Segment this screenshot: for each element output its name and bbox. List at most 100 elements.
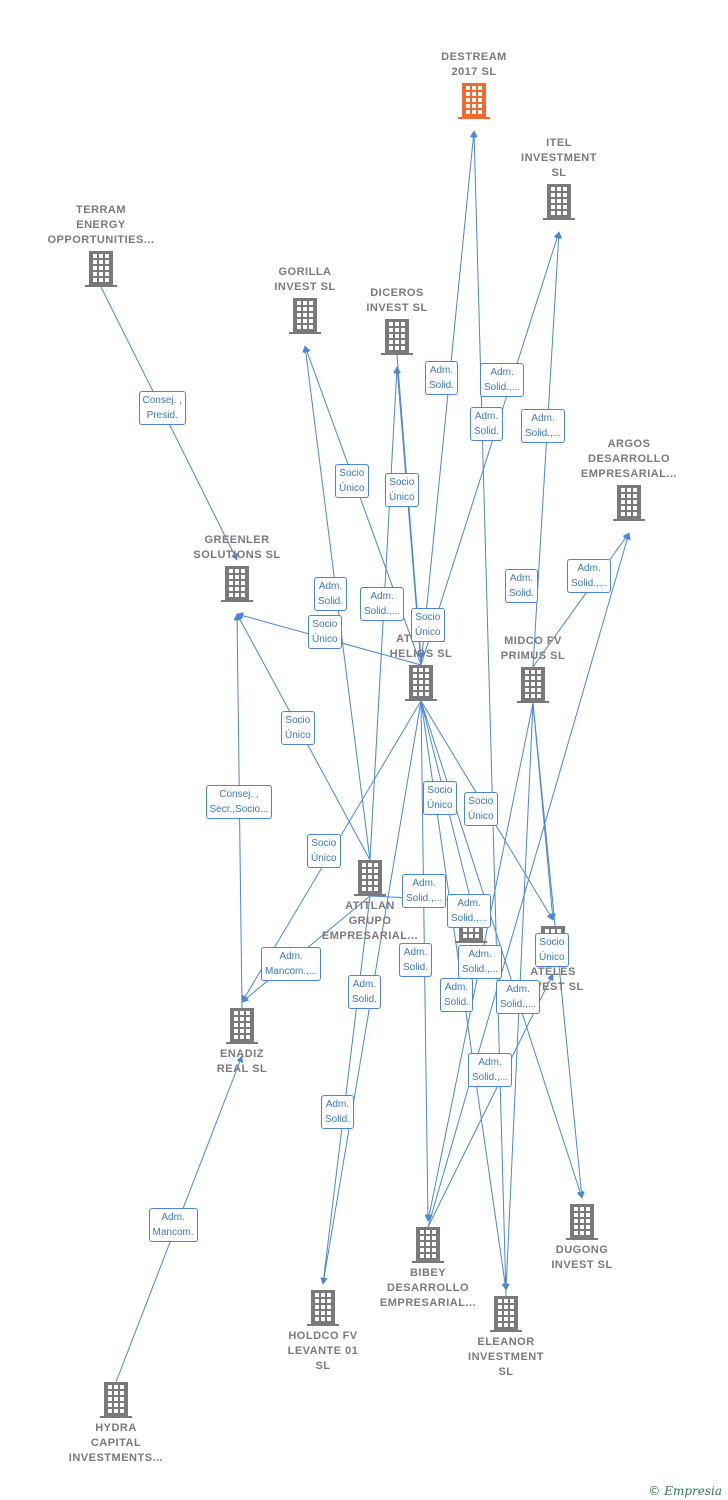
relation-label-line: Solid.,... — [525, 428, 562, 439]
relation-label[interactable]: Consej. ,Secr.,Socio... — [205, 785, 273, 819]
company-name-line: 2017 SL — [451, 66, 497, 78]
relation-label[interactable]: Consej. ,Presid. — [138, 391, 186, 425]
relation-label-line: Único — [312, 634, 338, 645]
building-icon — [167, 566, 307, 602]
relation-label-line: Único — [339, 483, 365, 494]
edge-midco-to-argos — [532, 532, 630, 668]
building-icon — [436, 1296, 576, 1332]
relation-label-line: Solid. — [509, 588, 535, 599]
relation-label[interactable]: Adm.Solid.,... — [480, 363, 525, 397]
relation-label[interactable]: Adm. Solid.,... — [521, 409, 566, 443]
relation-label-line: Adm. — [325, 1099, 350, 1110]
relation-label[interactable]: Adm.Solid.,... — [458, 945, 503, 979]
company-name-line: ENERGY — [76, 219, 126, 231]
relation-label[interactable]: Adm.Solid.,... — [447, 894, 492, 928]
footer-brand[interactable]: © Empresia — [648, 1484, 722, 1498]
relation-label[interactable]: Adm.Solid. — [321, 1095, 355, 1129]
company-name-line: SL — [551, 167, 567, 179]
relation-label[interactable]: Adm.Solid. — [440, 978, 474, 1012]
relation-label-line: Mancom. — [152, 1227, 194, 1238]
edge-helios-to-itel — [420, 231, 561, 666]
relation-label-line: Solid.,... — [406, 893, 443, 904]
company-name-line: DUGONG — [555, 1244, 609, 1256]
edge-atitlan_grupo-to-holdco — [320, 895, 371, 1285]
relation-label-line: Único — [311, 853, 337, 864]
relation-label[interactable]: Adm.Solid.,... — [468, 1053, 513, 1087]
company-node-terram[interactable]: TERRAM ENERGY OPPORTUNITIES... — [31, 203, 171, 290]
relation-label-line: Solid. — [474, 426, 500, 437]
relation-label-line: Adm. — [429, 365, 454, 376]
relation-label[interactable]: Adm.Solid. — [399, 943, 433, 977]
relation-label[interactable]: Adm.Solid. — [425, 361, 459, 395]
relation-label-line: Socio — [415, 612, 441, 623]
company-name-line: INVEST SL — [366, 302, 428, 314]
relation-label[interactable]: Adm.Solid. — [314, 577, 348, 611]
relation-label[interactable]: Adm.Mancom. — [148, 1208, 198, 1242]
company-name-line: MIDCO FV — [504, 635, 562, 647]
relation-label-line: Adm. — [531, 413, 555, 424]
relation-label[interactable]: Adm.Solid. — [470, 407, 504, 441]
relation-label-line: Socio — [468, 796, 494, 807]
edge-helios-to-destream — [420, 130, 477, 666]
relation-label-line: Socio — [389, 477, 415, 488]
relation-label-line: Adm. — [412, 878, 436, 889]
relation-label-line: Adm. — [468, 949, 492, 960]
relation-label-line: Solid. — [318, 596, 344, 607]
company-name-line: TERRAM — [75, 204, 127, 216]
company-name-line: ATELES — [530, 966, 576, 978]
relation-label-line: Adm. — [370, 591, 394, 602]
edge-bibey-to-ateles — [427, 973, 554, 1228]
company-name-line: GORILLA — [278, 266, 332, 278]
company-node-gorilla[interactable]: GORILLA INVEST SL — [235, 265, 375, 337]
company-name-line: INVESTMENT — [468, 1351, 544, 1363]
company-name-line: SL — [498, 1366, 514, 1378]
company-name-line: HYDRA — [95, 1422, 137, 1434]
company-name-line: INVEST SL — [274, 281, 336, 293]
relation-label-line: Presid. — [146, 410, 178, 421]
company-name-line: INVESTMENT — [521, 152, 597, 164]
company-name-line: OPPORTUNITIES... — [47, 234, 155, 246]
relation-label[interactable]: Adm. Solid.,... — [402, 874, 447, 908]
relation-label[interactable]: Adm.Solid.,... — [567, 559, 612, 593]
company-name-line: EMPRESARIAL... — [379, 1297, 477, 1309]
relation-label[interactable]: Adm.Solid.,... — [496, 980, 541, 1014]
company-name-line: ARGOS — [607, 438, 651, 450]
relation-label[interactable]: Adm.Solid.,... — [360, 587, 405, 621]
building-icon — [489, 184, 629, 220]
relation-label[interactable]: Adm.Mancom.,... — [261, 947, 322, 981]
relation-label[interactable]: Adm.Solid. — [505, 569, 539, 603]
relation-label-line: Único — [285, 730, 311, 741]
relation-label[interactable]: Adm.Solid. — [348, 975, 382, 1009]
building-icon — [300, 860, 440, 896]
relation-label-line: Socio — [312, 619, 338, 630]
relation-label-line: Solid.,... — [484, 382, 521, 393]
relation-label-line: Mancom.,... — [265, 966, 318, 977]
